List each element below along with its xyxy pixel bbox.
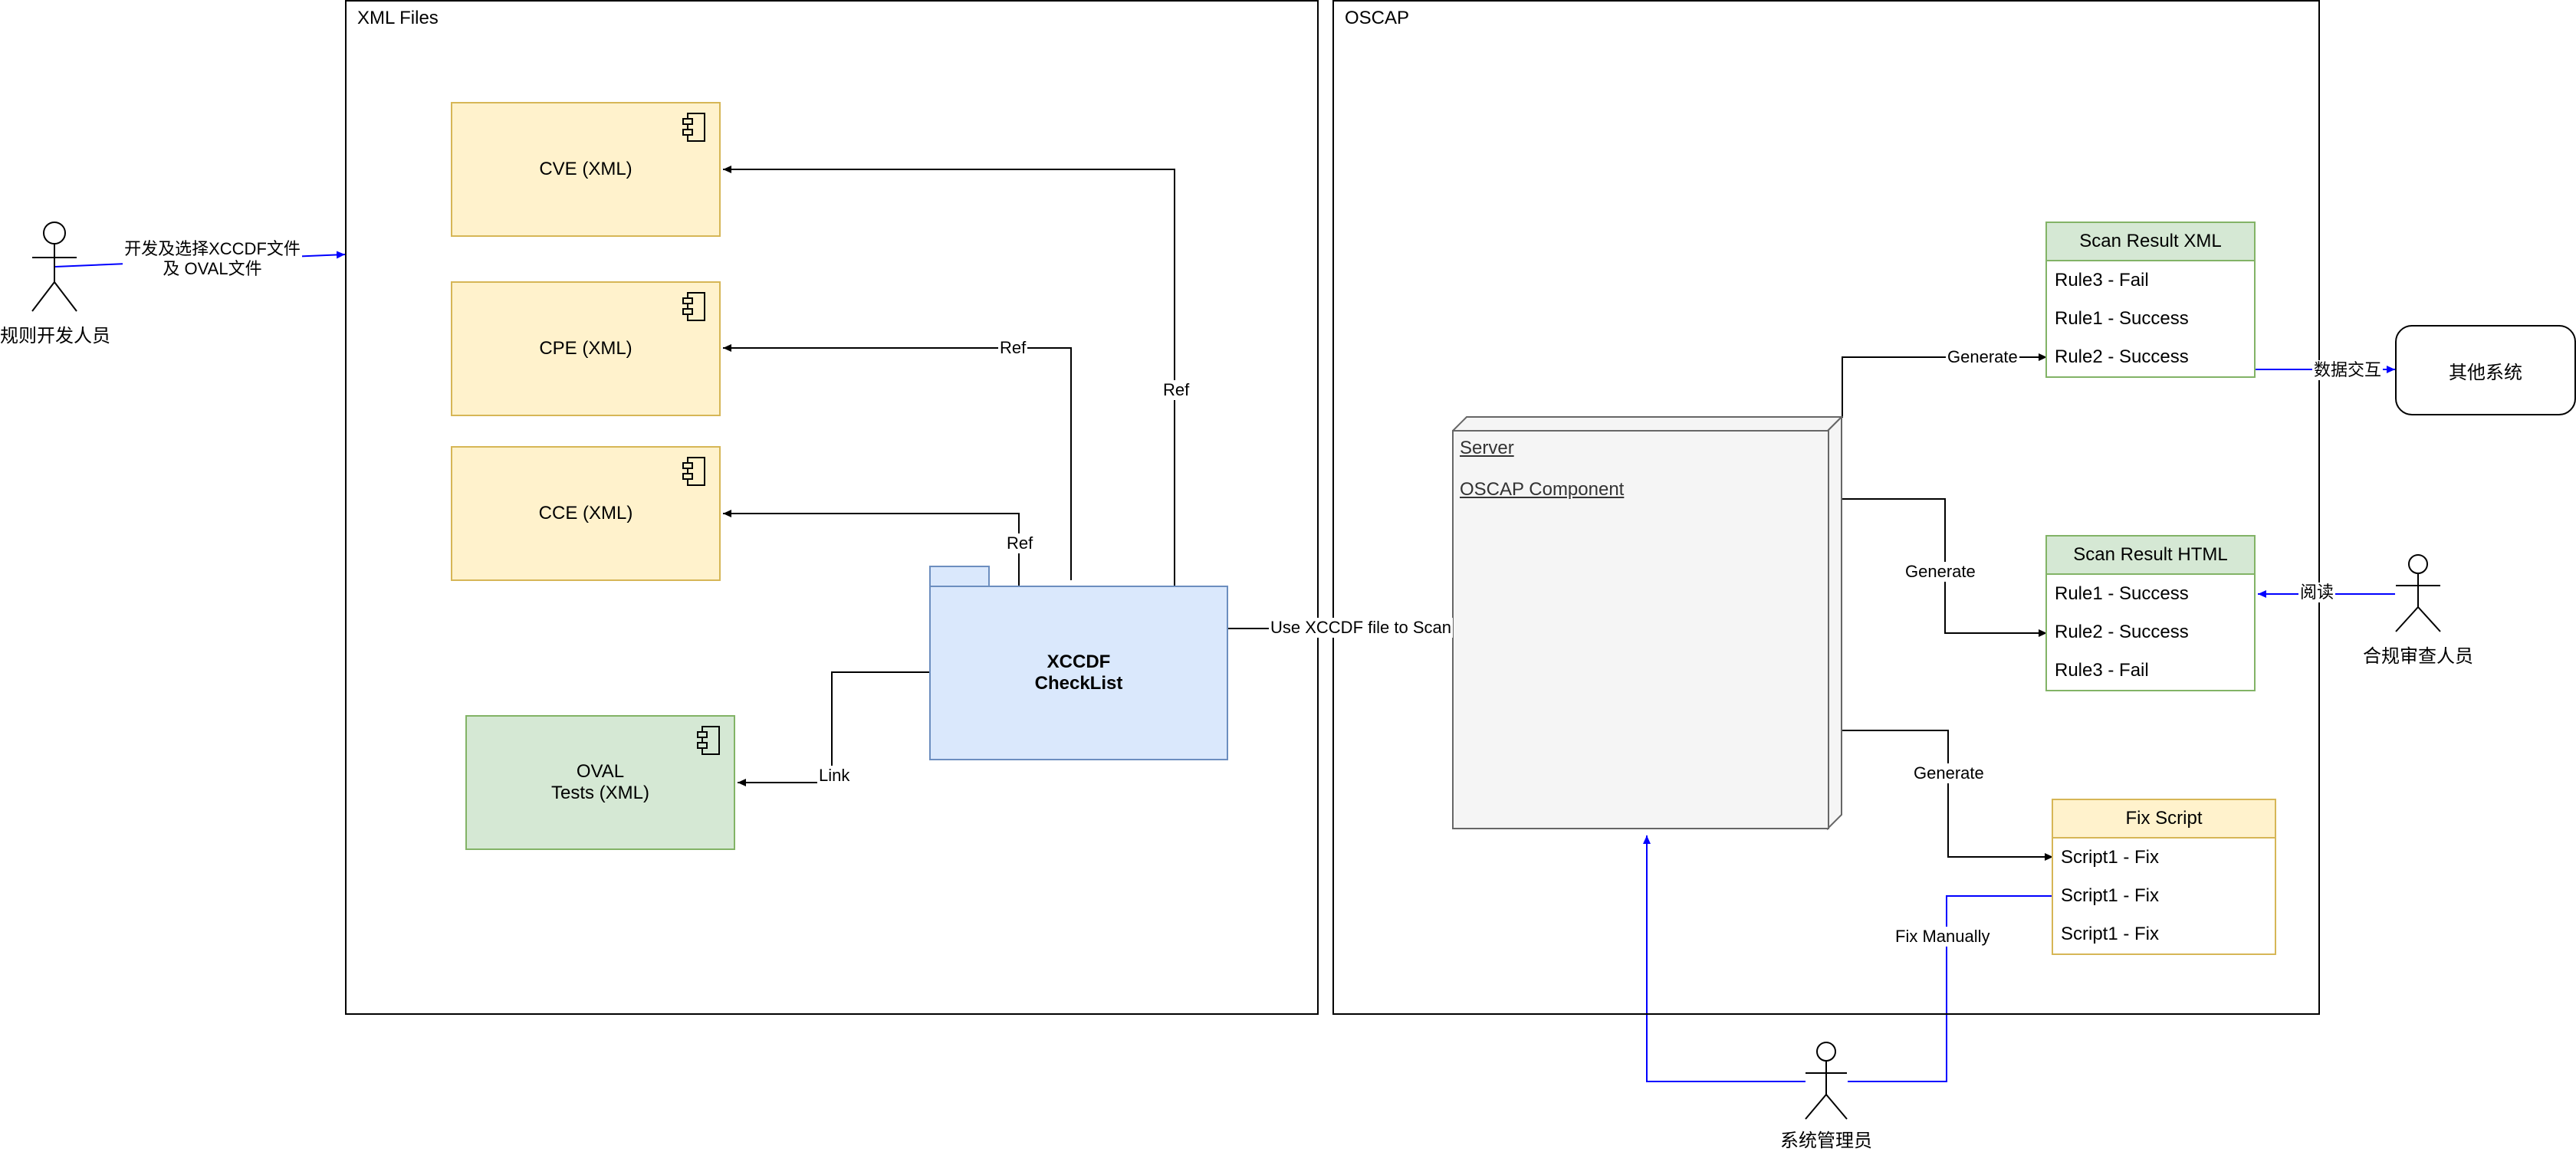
list-item: Rule1 - Success (2055, 308, 2189, 329)
edge-generate-fix (1842, 730, 2053, 861)
xccdf-folder-tab (929, 566, 990, 587)
scan-result-html-title: Scan Result HTML (2047, 537, 2254, 575)
oval-label: OVAL Tests (XML) (550, 761, 649, 803)
edge-label-fix-manually: Fix Manually (1894, 927, 1992, 947)
server-node[interactable]: Server OSCAP Component (1452, 430, 1829, 829)
xml-files-title: XML Files (357, 8, 439, 28)
other-system-label: 其他系统 (2449, 362, 2522, 383)
edge-label-generate-fix: Generate (1912, 763, 1986, 783)
edge-label-ref-cpe: Ref (998, 338, 1028, 358)
auditor-actor-icon (2395, 554, 2441, 632)
list-item: Script1 - Fix (2061, 885, 2160, 906)
list-item: Rule2 - Success (2055, 346, 2189, 367)
admin-label: 系统管理员 (1780, 1131, 1872, 1151)
edge-label-generate-xml: Generate (1946, 347, 2019, 367)
fix-script-title: Fix Script (2053, 800, 2275, 839)
edge-label-link: Link (817, 766, 852, 786)
edge-label-generate-html: Generate (1904, 562, 1977, 582)
cce-label: CCE (XML) (538, 503, 633, 523)
cve-component[interactable]: CVE (XML) (451, 102, 721, 237)
edge-label-developer: 开发及选择XCCDF文件 及 OVAL文件 (123, 239, 302, 279)
component-icon (682, 457, 705, 486)
fix-script[interactable]: Fix Script Script1 - Fix Script1 - Fix S… (2052, 799, 2276, 955)
scan-result-xml[interactable]: Scan Result XML Rule3 - Fail Rule1 - Suc… (2045, 222, 2256, 378)
list-item: Rule1 - Success (2055, 583, 2189, 604)
component-icon (682, 113, 705, 142)
oval-component[interactable]: OVAL Tests (XML) (465, 715, 735, 850)
server-node-shadow (1452, 416, 1843, 830)
edge-admin-server (1643, 835, 1806, 1082)
list-item: Script1 - Fix (2061, 924, 2160, 944)
cpe-label: CPE (XML) (539, 338, 632, 359)
list-item: Script1 - Fix (2061, 847, 2160, 868)
oscap-title: OSCAP (1345, 8, 1410, 28)
list-item: Rule2 - Success (2055, 622, 2189, 642)
cve-label: CVE (XML) (539, 159, 632, 179)
list-item: Rule3 - Fail (2055, 270, 2149, 290)
developer-actor-icon (31, 222, 77, 312)
scan-result-xml-title: Scan Result XML (2047, 223, 2254, 261)
edge-ref-cve (723, 166, 1175, 586)
component-icon (697, 726, 720, 755)
edge-link (738, 671, 929, 786)
xml-files-container: XML Files (345, 0, 1319, 1015)
server-component: OSCAP Component (1460, 479, 1625, 500)
scan-result-html[interactable]: Scan Result HTML Rule1 - Success Rule2 -… (2045, 535, 2256, 691)
auditor-label: 合规审查人员 (2363, 646, 2473, 667)
server-name: Server (1460, 438, 1514, 458)
oscap-container: OSCAP (1332, 0, 2320, 1015)
developer-label: 规则开发人员 (0, 326, 110, 346)
edge-label-ref-cve: Ref (1162, 380, 1191, 400)
cce-component[interactable]: CCE (XML) (451, 446, 721, 581)
admin-actor-icon (1805, 1042, 1848, 1120)
edge-label-read: 阅读 (2298, 583, 2336, 602)
list-item: Rule3 - Fail (2055, 660, 2149, 681)
cpe-component[interactable]: CPE (XML) (451, 281, 721, 416)
other-system[interactable]: 其他系统 (2395, 325, 2576, 415)
xccdf-label: XCCDF CheckList (1034, 651, 1123, 694)
xccdf-checklist[interactable]: XCCDF CheckList (929, 586, 1228, 760)
edge-label-data-exchange: 数据交互 (2312, 360, 2384, 380)
edge-fix-manually (1848, 895, 2053, 1082)
component-icon (682, 292, 705, 321)
edge-label-use-xccdf: Use XCCDF file to Scan (1269, 618, 1453, 638)
edge-ref-cce (723, 510, 1020, 586)
edge-label-ref-cce: Ref (1005, 533, 1035, 553)
edge-ref-cpe (723, 344, 1072, 580)
